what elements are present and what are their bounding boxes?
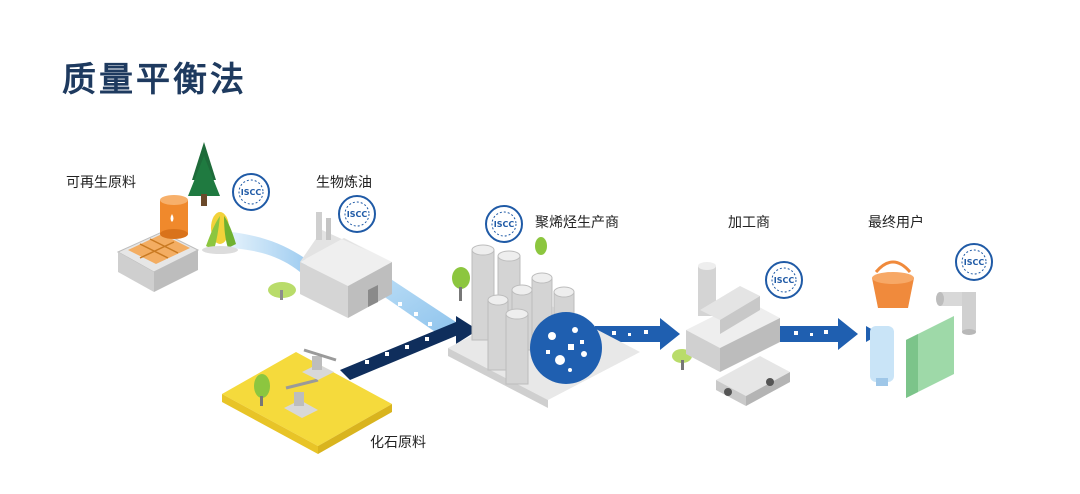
biorefinery-building [268, 212, 392, 318]
label-biorefinery: 生物炼油 [316, 175, 372, 191]
end-user-products [870, 260, 976, 398]
renewable-feedstock-illustration [116, 142, 238, 292]
svg-text:ISCC: ISCC [241, 188, 262, 197]
label-polyolefin: 聚烯烃生产商 [535, 215, 619, 231]
iscc-badge-renewable: ISCC [232, 173, 270, 211]
processor-factory [672, 262, 790, 406]
polyolefin-plant [448, 237, 640, 408]
label-processor: 加工商 [728, 215, 770, 231]
label-end-user: 最终用户 [868, 215, 924, 231]
flow-renewable-to-biorefinery [230, 232, 310, 272]
fossil-feedstock-platform [222, 348, 392, 454]
label-renewable: 可再生原料 [66, 175, 136, 191]
iscc-badge-biorefinery: ISCC [338, 195, 376, 233]
iscc-badge-end-user: ISCC [955, 243, 993, 281]
flow-processor-to-enduser [780, 318, 880, 350]
svg-text:ISCC: ISCC [347, 210, 368, 219]
iscc-badge-processor: ISCC [765, 261, 803, 299]
label-fossil: 化石原料 [370, 435, 426, 451]
svg-text:ISCC: ISCC [964, 258, 985, 267]
page-title: 质量平衡法 [62, 60, 247, 100]
svg-text:ISCC: ISCC [494, 220, 515, 229]
svg-text:ISCC: ISCC [774, 276, 795, 285]
flow-fossil-to-polyolefin [340, 316, 478, 380]
iscc-badge-polyolefin: ISCC [485, 205, 523, 243]
